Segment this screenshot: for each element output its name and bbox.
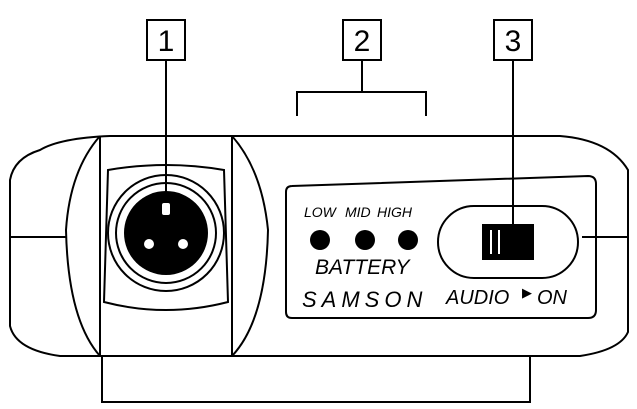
battery-level-low: LOW (304, 204, 338, 220)
battery-label: BATTERY (315, 256, 412, 279)
callout-3-box (493, 19, 533, 61)
switch-label-audio: AUDIO (445, 287, 509, 309)
callout-1-box (146, 19, 186, 61)
callout-3-number: 3 (505, 25, 522, 58)
callout-2-box (342, 19, 382, 61)
connector-plate (102, 164, 230, 311)
switch-label-on: ON (537, 287, 568, 309)
callout-2-bracket (296, 60, 427, 116)
led-mid (355, 230, 375, 250)
xlr-pin-right (178, 239, 188, 249)
switch-arrow-icon: ▶ (522, 286, 532, 301)
callout-2-number: 2 (354, 25, 371, 58)
callout-1-number: 1 (158, 25, 175, 58)
connector-housing (64, 135, 270, 357)
brand-logo-text: SAMSON (302, 287, 427, 312)
label-panel (285, 174, 597, 319)
xlr-key-slot (162, 203, 170, 215)
switch-knob (482, 224, 534, 260)
xlr-pin-left (144, 239, 154, 249)
bottom-bracket (101, 356, 531, 403)
switch-window (437, 205, 579, 279)
xlr-connector-face (124, 191, 208, 275)
battery-level-mid: MID (345, 204, 371, 220)
led-high (398, 230, 418, 250)
battery-level-high: HIGH (377, 204, 413, 220)
led-low (310, 230, 330, 250)
body-outline (9, 135, 629, 357)
